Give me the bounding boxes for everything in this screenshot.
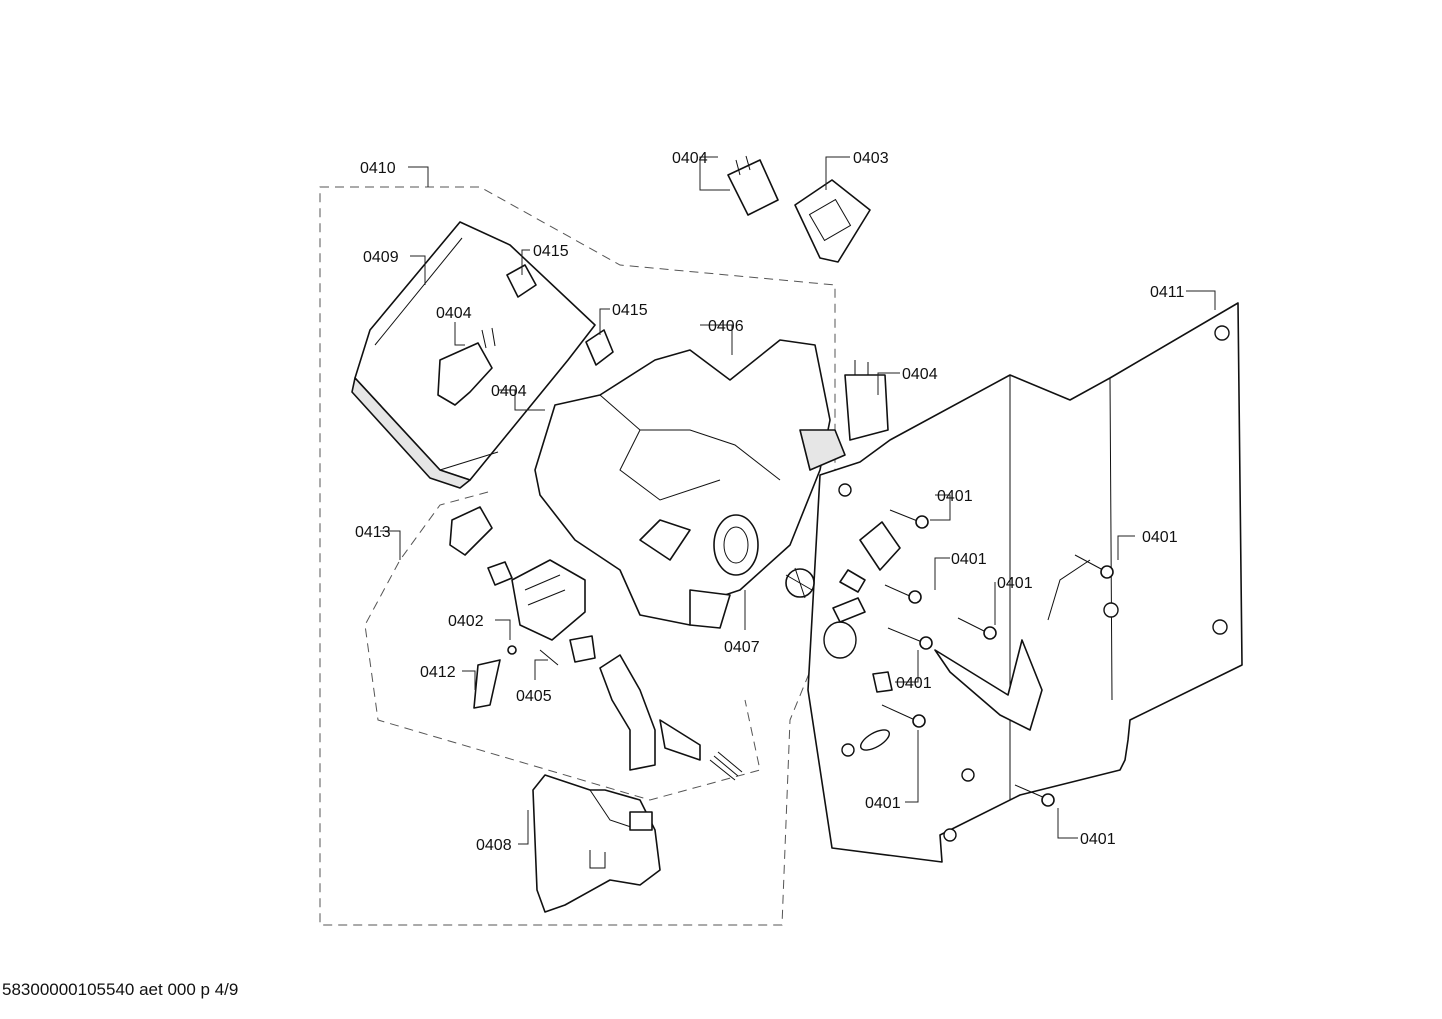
callout-0401-g: 0401 [1080,831,1116,848]
impeller-part [785,567,893,693]
pump-body-part [534,339,889,629]
callout-0401-b: 0401 [1142,529,1178,546]
micro-switch-part [437,327,496,406]
callout-0415-lower: 0415 [612,302,648,319]
callout-0404-box: 0404 [436,305,472,322]
pipe-parts [599,654,743,781]
callout-0404-top: 0404 [672,150,708,167]
valve-parts [449,506,596,709]
callout-0408: 0408 [476,837,512,854]
callout-0410: 0410 [360,160,396,177]
top-switch-parts [727,155,871,263]
callout-0401-d: 0401 [997,575,1033,592]
callout-0404-right: 0404 [902,366,938,383]
document-footer-id: 58300000105540 aet 000 p 4/9 [2,980,239,999]
callout-0405: 0405 [516,688,552,705]
callout-0404-mid: 0404 [491,383,527,400]
callout-0411: 0411 [1150,284,1185,301]
callout-0406: 0406 [708,318,744,335]
callout-0401-a: 0401 [937,488,973,505]
callout-0401-e: 0401 [896,675,932,692]
screw-parts [881,509,1114,807]
callout-0403: 0403 [853,150,889,167]
callout-0402: 0402 [448,613,484,630]
spacer-parts [506,264,614,366]
callout-0401-f: 0401 [865,795,901,812]
callout-0412: 0412 [420,664,456,681]
tank-part [532,774,661,913]
callout-0407: 0407 [724,639,760,656]
callout-0409: 0409 [363,249,399,266]
callout-0415-upper: 0415 [533,243,569,260]
callout-labels: 0410 0404 0403 0409 0415 0415 0404 0406 … [355,150,1185,854]
callout-0413: 0413 [355,524,391,541]
leader-lines [380,156,1216,845]
callout-0401-c: 0401 [951,551,987,568]
